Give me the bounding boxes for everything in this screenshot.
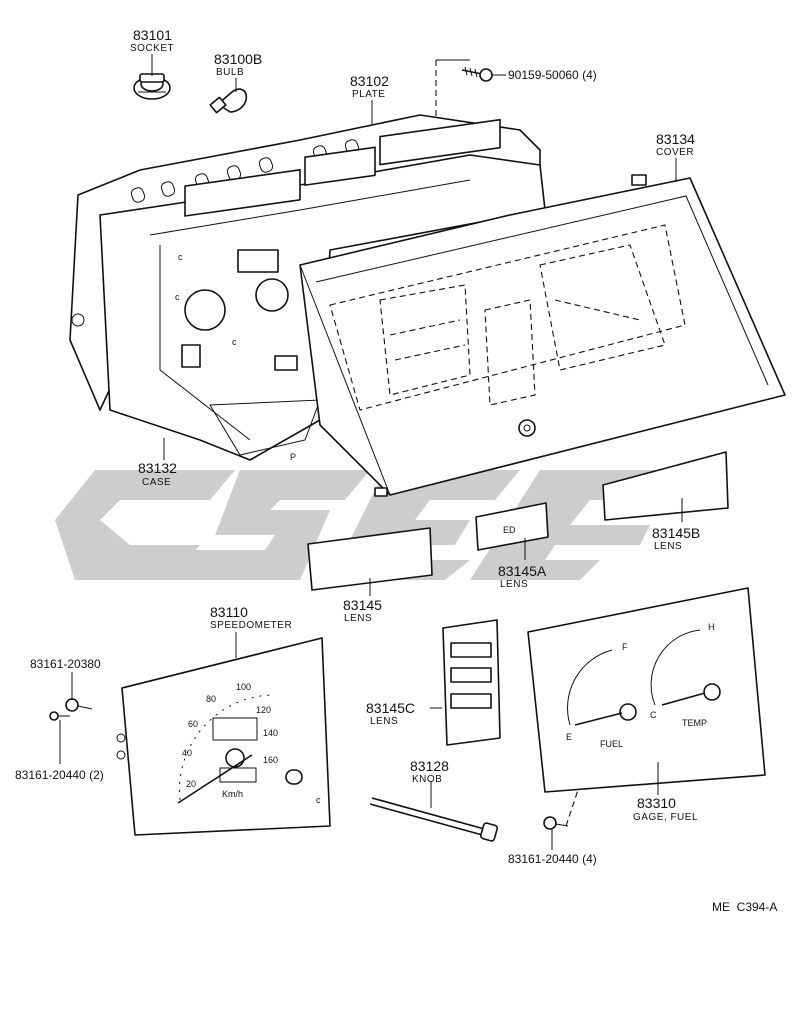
- callout-lens: 83145 LENS: [343, 597, 382, 624]
- svg-text:c: c: [175, 292, 180, 302]
- lens-b-part-number: 83145B: [652, 525, 700, 541]
- lens-a-part-name: LENS: [500, 579, 528, 590]
- drawing-code: ME C394-A: [712, 900, 777, 914]
- cover-part-name: COVER: [656, 147, 694, 158]
- screw-icon: [461, 66, 493, 82]
- speedometer-scale: 20 40 60 80 100 120 140 160 Km/h: [182, 682, 278, 799]
- lens-part-number: 83145: [343, 597, 382, 613]
- callout-lens-c: 83145C LENS: [366, 700, 415, 727]
- screw-left-a-ref: 83161-20380: [30, 657, 101, 671]
- case-part-name: CASE: [142, 477, 171, 488]
- speedo-tick-label: 20: [186, 779, 196, 789]
- gage-temp-label: TEMP: [682, 718, 707, 728]
- lens-83145: [307, 527, 433, 591]
- lens-83145a: ED: [475, 502, 549, 551]
- screw-right-ref: 83161-20440 (4): [508, 852, 597, 866]
- speedo-tick-label: 40: [182, 748, 192, 758]
- callout-screw-left-a: 83161-20380: [30, 657, 101, 671]
- speedo-tick-label: 120: [256, 705, 271, 715]
- plate-part-number: 83102: [350, 73, 389, 89]
- bulb-icon: [209, 88, 248, 114]
- callout-lens-a: 83145A LENS: [498, 563, 547, 590]
- gage-hot-mark: H: [708, 622, 715, 632]
- speedo-unit: Km/h: [222, 789, 243, 799]
- lens-83145b: [602, 451, 729, 521]
- svg-text:c: c: [316, 795, 321, 805]
- bulb-part-number: 83100B: [214, 51, 262, 67]
- speedometer-dial: c: [116, 637, 331, 836]
- speedo-tick-label: 80: [206, 694, 216, 704]
- lens-b-part-name: LENS: [654, 541, 682, 552]
- callout-bulb: 83100B BULB: [214, 51, 262, 78]
- gage-cold-mark: C: [650, 710, 657, 720]
- callout-socket: 83101 SOCKET: [130, 27, 174, 54]
- gage-part-name: GAGE, FUEL: [633, 812, 698, 823]
- trip-knob: [369, 797, 499, 842]
- callout-screw-top: 90159-50060 (4): [508, 68, 597, 82]
- case-part-number: 83132: [138, 460, 177, 476]
- fuel-temp-gage: F E H C FUEL TEMP: [527, 587, 766, 793]
- screw-icon: [49, 711, 70, 721]
- callout-screw-left-b: 83161-20440 (2): [15, 768, 104, 782]
- speedo-tick-label: 160: [263, 755, 278, 765]
- svg-text:ED: ED: [503, 525, 516, 535]
- knob-part-name: KNOB: [412, 774, 442, 785]
- screw-top-ref: 90159-50060 (4): [508, 68, 597, 82]
- speedometer-part-number: 83110: [210, 604, 248, 620]
- gage-full-mark: F: [622, 642, 628, 652]
- callout-screw-right: 83161-20440 (4): [508, 852, 597, 866]
- gage-fuel-label: FUEL: [600, 739, 623, 749]
- socket-part-name: SOCKET: [130, 43, 174, 54]
- lens-83145c: [442, 619, 501, 746]
- screw-left-b-ref: 83161-20440 (2): [15, 768, 104, 782]
- svg-text:P: P: [290, 452, 296, 462]
- svg-text:c: c: [232, 337, 237, 347]
- callout-lens-b: 83145B LENS: [652, 525, 700, 552]
- lens-c-part-number: 83145C: [366, 700, 415, 716]
- screw-icon: [65, 698, 93, 712]
- svg-text:c: c: [178, 252, 183, 262]
- gage-empty-mark: E: [566, 732, 572, 742]
- cover-part-number: 83134: [656, 131, 695, 147]
- lens-a-part-number: 83145A: [498, 563, 547, 579]
- callout-gage: 83310 GAGE, FUEL: [633, 795, 698, 823]
- lens-part-name: LENS: [344, 613, 372, 624]
- callout-knob: 83128 KNOB: [410, 758, 449, 785]
- speedo-tick-label: 140: [263, 728, 278, 738]
- bulb-part-name: BULB: [216, 67, 244, 78]
- meter-case-assembly: P c c c: [69, 114, 786, 497]
- screw-icon: [543, 816, 569, 830]
- lens-c-part-name: LENS: [370, 716, 398, 727]
- speedometer-part-name: SPEEDOMETER: [210, 620, 292, 631]
- plate-part-name: PLATE: [352, 89, 385, 100]
- knob-part-number: 83128: [410, 758, 449, 774]
- callout-plate: 83102 PLATE: [350, 73, 389, 100]
- callout-case: 83132 CASE: [138, 460, 177, 488]
- speedo-tick-label: 60: [188, 719, 198, 729]
- socket-part-number: 83101: [133, 27, 172, 43]
- callout-speedometer: 83110 SPEEDOMETER: [210, 604, 292, 631]
- callout-cover: 83134 COVER: [656, 131, 695, 158]
- socket-icon: [133, 73, 171, 100]
- speedo-tick-label: 100: [236, 682, 251, 692]
- gage-part-number: 83310: [637, 795, 676, 811]
